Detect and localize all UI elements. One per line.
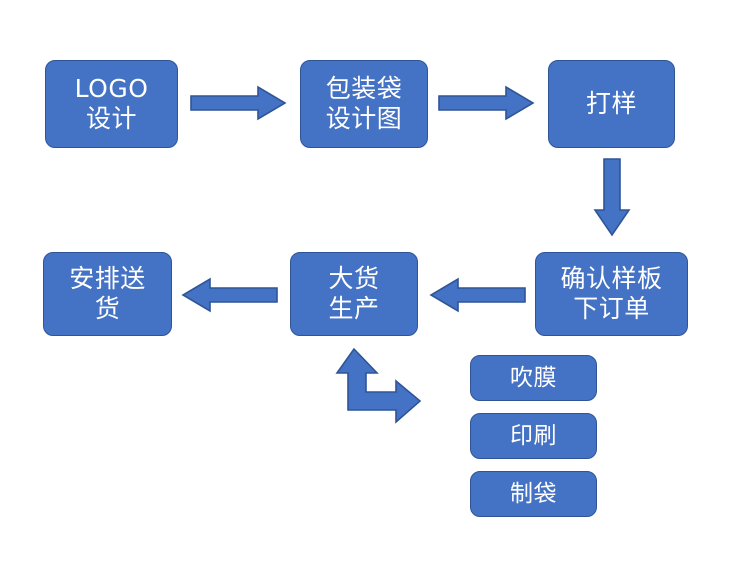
flow-node-label: 确认样板 下订单 [560, 263, 663, 324]
flow-node-confirm-sample-place-order[interactable]: 确认样板 下订单 [535, 252, 688, 336]
flow-node-mass-production[interactable]: 大货 生产 [290, 252, 418, 336]
arrow-bent-up-right-substeps-to-mass [330, 347, 422, 424]
flow-node-label: 包装袋 设计图 [325, 73, 403, 134]
flow-node-label: 吹膜 [510, 364, 557, 391]
flow-node-label: 安排送 货 [69, 263, 146, 324]
flow-node-label: 印刷 [510, 422, 557, 449]
flow-node-label: 制袋 [510, 480, 557, 507]
flow-node-label: 大货 生产 [328, 263, 380, 324]
flow-node-film-blowing[interactable]: 吹膜 [470, 355, 597, 401]
arrow-down-proof-to-confirm [593, 158, 631, 237]
flow-node-printing[interactable]: 印刷 [470, 413, 597, 459]
flow-node-label: 打样 [585, 88, 637, 118]
flow-node-logo-design[interactable]: LOGO 设计 [45, 60, 178, 148]
flow-node-arrange-delivery[interactable]: 安排送 货 [43, 252, 172, 336]
flow-node-bag-design-drawing[interactable]: 包装袋 设计图 [300, 60, 428, 148]
flow-node-bag-making[interactable]: 制袋 [470, 471, 597, 517]
arrow-right-bag-to-proof [438, 85, 535, 121]
arrow-left-confirm-to-mass [429, 277, 526, 313]
flow-node-sample-proofing[interactable]: 打样 [548, 60, 675, 148]
arrow-right-logo-to-bag [190, 85, 287, 121]
arrow-left-mass-to-deliver [181, 277, 278, 313]
flow-node-label: LOGO 设计 [74, 73, 149, 134]
